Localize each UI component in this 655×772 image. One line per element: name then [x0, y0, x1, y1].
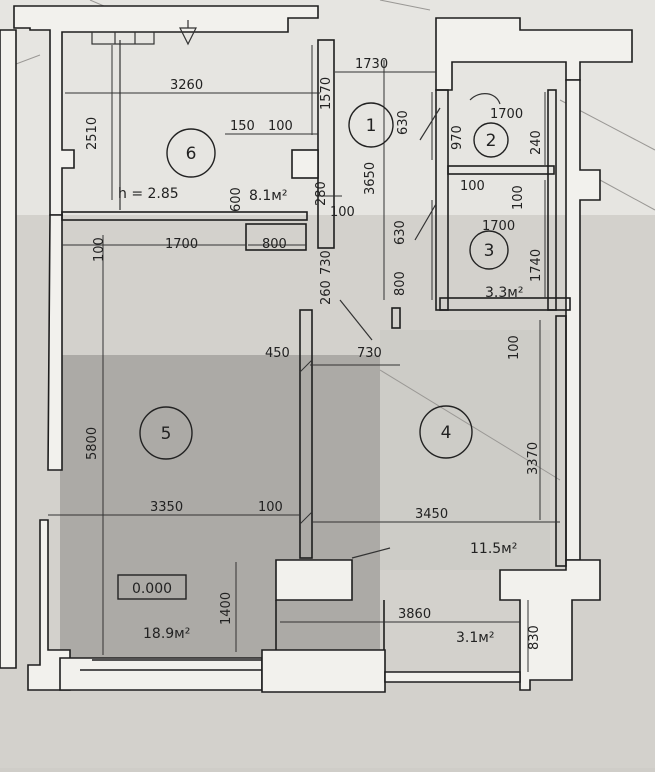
dim-100d: 100 [511, 185, 526, 210]
dim-800b: 800 [393, 271, 408, 296]
door-swings [339, 93, 501, 559]
room-6-number: 6 [186, 144, 197, 164]
partitions [61, 39, 571, 671]
balcony-area: 3.1м² [456, 630, 494, 646]
dim-970: 970 [450, 125, 465, 150]
room-5-circle [139, 406, 193, 460]
dim-2510: 2510 [85, 117, 100, 150]
dim-240: 240 [529, 130, 544, 155]
dim-450: 450 [265, 346, 290, 361]
dim-100a: 100 [268, 119, 293, 134]
dim-1700b: 1700 [165, 237, 198, 252]
dim-100b: 100 [330, 205, 355, 220]
dim-100f: 100 [507, 335, 522, 360]
room-4-area: 11.5м² [470, 541, 517, 557]
ceiling-height: h = 2.85 [118, 186, 179, 202]
room-3-number: 3 [484, 241, 495, 261]
dim-830: 830 [527, 625, 542, 650]
dim-730b: 730 [357, 346, 382, 361]
dim-3370: 3370 [526, 442, 541, 475]
room-2-circle [473, 122, 509, 158]
dim-730a: 730 [319, 250, 334, 275]
room-1-circle [348, 102, 394, 148]
room-4-number: 4 [441, 423, 452, 443]
dim-3350: 3350 [150, 500, 183, 515]
walls [0, 5, 633, 693]
dim-280: 280 [314, 181, 329, 206]
room-6-area: 8.1м² [249, 188, 287, 204]
dim-100g: 100 [258, 500, 283, 515]
level-mark: 0.000 [132, 581, 172, 597]
dim-3860: 3860 [398, 607, 431, 622]
room-5-area: 18.9м² [143, 626, 190, 642]
background-lines [0, 0, 655, 481]
dim-3450: 3450 [415, 507, 448, 522]
dim-800a: 800 [262, 237, 287, 252]
dim-1400: 1400 [219, 592, 234, 625]
dim-100c: 100 [460, 179, 485, 194]
dim-3260: 3260 [170, 78, 203, 93]
dim-1570: 1570 [319, 77, 334, 110]
kitchen-fixtures [91, 20, 197, 210]
dim-630b: 630 [393, 220, 408, 245]
dim-1740: 1740 [529, 249, 544, 282]
room-5-number: 5 [161, 424, 172, 444]
dim-100e: 100 [92, 237, 107, 262]
dim-630a: 630 [396, 110, 411, 135]
dim-3650: 3650 [363, 162, 378, 195]
dimension-lines [48, 45, 560, 672]
room-markers [139, 102, 509, 460]
dim-5800: 5800 [85, 427, 100, 460]
dim-1700c: 1700 [482, 219, 515, 234]
dim-260: 260 [319, 280, 334, 305]
room-3-area: 3.3м² [485, 285, 523, 301]
level-mark-box [117, 574, 187, 600]
room-4-circle [419, 405, 473, 459]
dim-1730: 1730 [355, 57, 388, 72]
room-6-circle [166, 128, 216, 178]
room-2-number: 2 [486, 131, 497, 151]
room-3-circle [469, 230, 509, 270]
shadow-region [60, 355, 380, 685]
dim-150: 150 [230, 119, 255, 134]
room-1-number: 1 [366, 116, 377, 136]
dim-600: 600 [229, 187, 244, 212]
dim-1700a: 1700 [490, 107, 523, 122]
